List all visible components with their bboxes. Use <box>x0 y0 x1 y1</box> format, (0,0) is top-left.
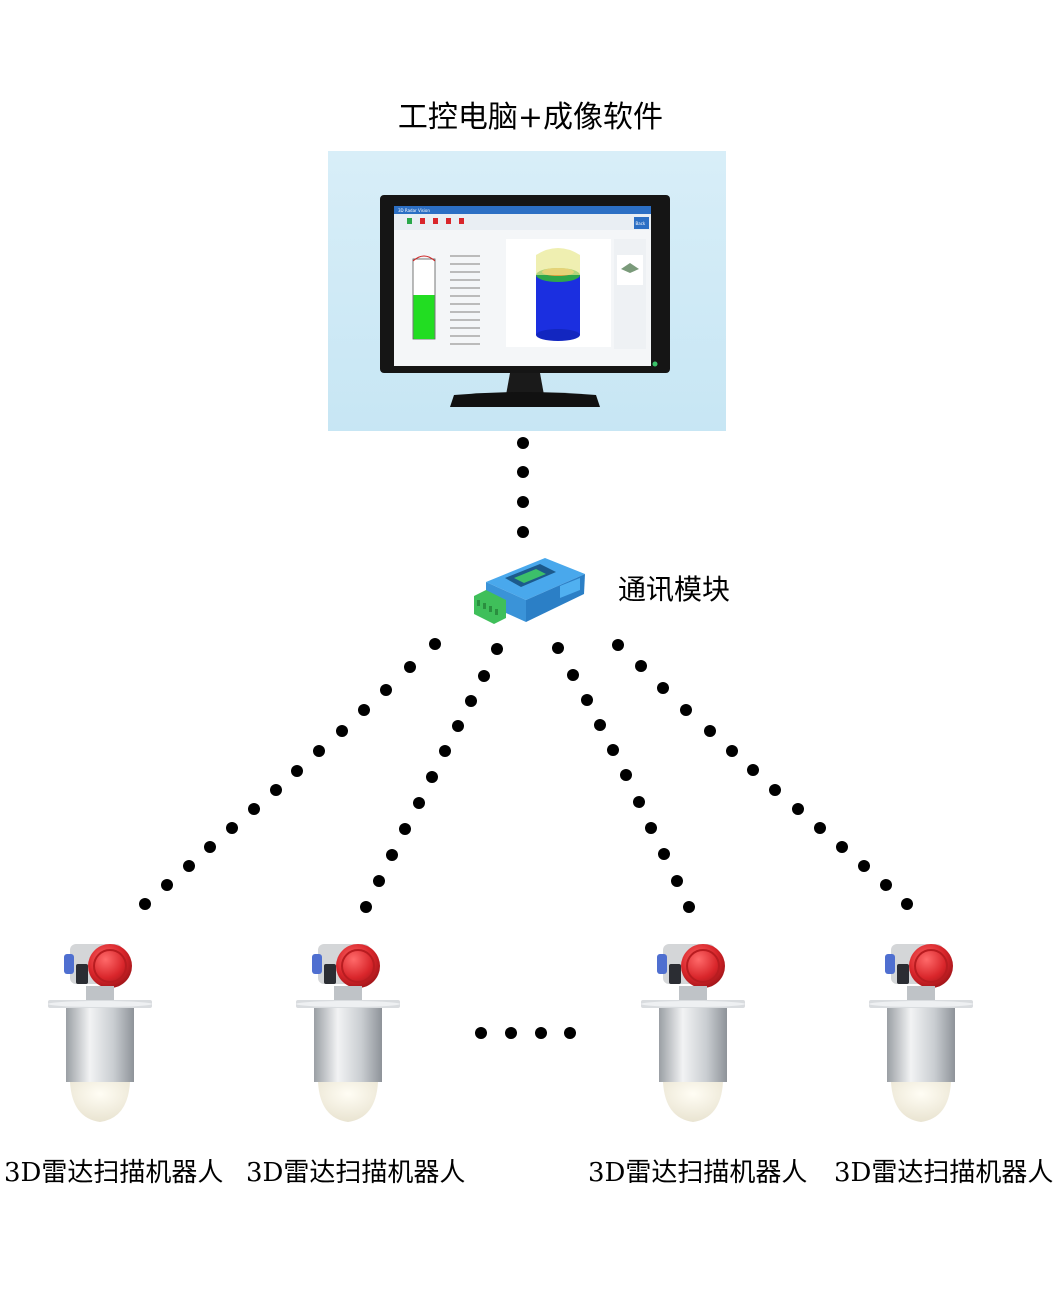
communication-module <box>474 558 585 624</box>
radar-robot-3 <box>640 943 746 1123</box>
monitor-stand-neck <box>506 373 544 395</box>
link-module-robot-3 <box>552 642 695 913</box>
more-robots-ellipsis <box>475 1027 576 1039</box>
software-title: 3D Radar Vision <box>398 208 430 213</box>
monitor-illustration: 3D Radar Vision Back <box>380 195 670 407</box>
3d-cylinder-body <box>536 275 580 335</box>
link-monitor-module <box>517 437 529 538</box>
radar-robot-4 <box>868 943 974 1123</box>
link-module-robot-2 <box>360 643 503 913</box>
level-fill <box>413 295 435 339</box>
computer-label: 工控电脑+成像软件 <box>397 100 664 135</box>
robot-label-4: 3D雷达扫描机器人 <box>834 1158 1054 1188</box>
software-back-label: Back <box>636 221 646 226</box>
comm-module-label: 通讯模块 <box>618 573 731 606</box>
robot-label-3: 3D雷达扫描机器人 <box>588 1158 808 1188</box>
link-module-robot-1 <box>139 638 441 910</box>
software-back-button <box>634 217 649 229</box>
robot-label-2: 3D雷达扫描机器人 <box>246 1158 466 1188</box>
monitor-stand-base <box>450 392 600 407</box>
software-toolbar <box>394 214 651 230</box>
robot-label-1: 3D雷达扫描机器人 <box>4 1158 224 1188</box>
industrial-pc-monitor: 3D Radar Vision Back <box>328 151 726 431</box>
software-title-bar <box>394 206 651 214</box>
link-module-robot-4 <box>612 639 913 910</box>
radar-robot-1 <box>47 943 153 1123</box>
radar-robot-2 <box>295 943 401 1123</box>
